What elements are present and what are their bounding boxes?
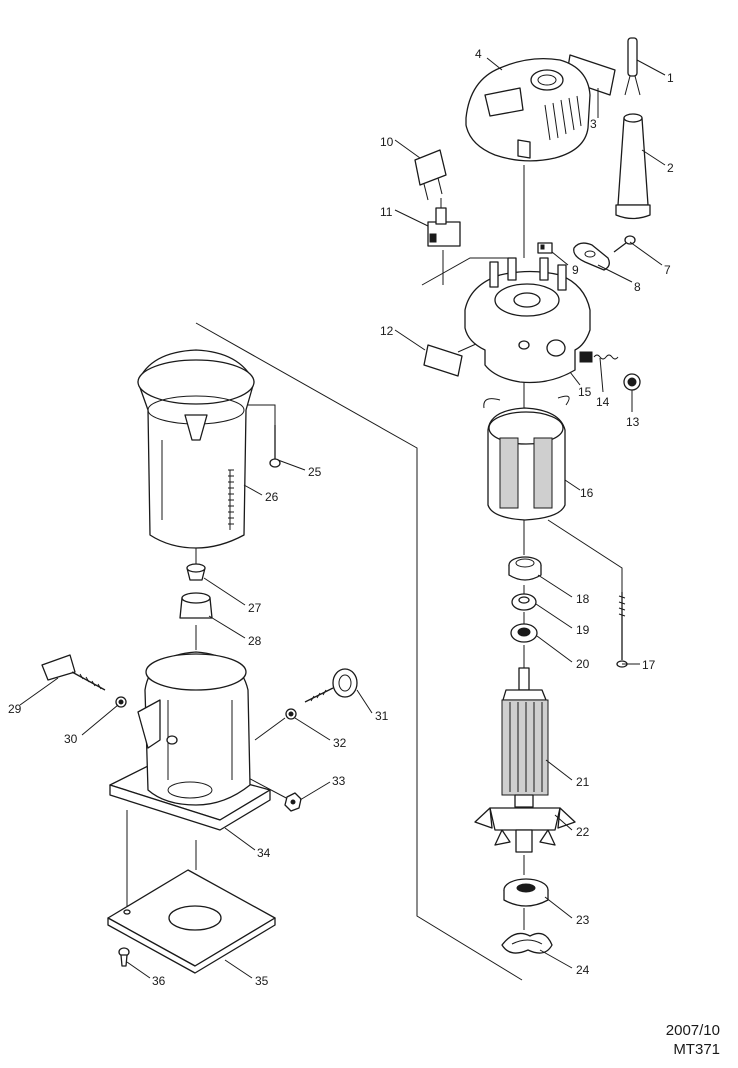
part-8-cord-clamp	[573, 242, 610, 271]
part-27-collet-cone	[186, 563, 206, 581]
part-35-base-plate	[107, 869, 276, 974]
callout-27: 27	[248, 601, 262, 615]
callout-26: 26	[265, 490, 279, 504]
callout-numbers: 1 2 3 4 5 6 7 8 9 10 11 12 13 14 15 16 1…	[8, 47, 674, 988]
part-26-motor-sleeve	[137, 349, 255, 549]
callout-29: 29	[8, 702, 22, 716]
leader-lines	[19, 57, 666, 979]
callout-22: 22	[576, 825, 590, 839]
part-29-clamp-screw	[41, 654, 106, 691]
part-33-hex-nut	[284, 792, 302, 812]
part-22-fan	[474, 807, 576, 853]
callout-8: 8	[634, 280, 641, 294]
part-18-rubber-ring	[508, 556, 542, 581]
callout-3: 3	[590, 117, 597, 131]
part-13-brush-cap	[623, 373, 641, 391]
part-10-noise-suppressor	[414, 149, 447, 201]
callout-16: 16	[580, 486, 594, 500]
model-number: MT371	[673, 1041, 720, 1058]
revision-date: 2007/10	[665, 1022, 720, 1039]
part-1-lead-wire	[624, 37, 641, 96]
part-34-trimmer-base	[109, 651, 271, 831]
callout-25: 25	[308, 465, 322, 479]
part-11-switch	[427, 198, 461, 247]
callout-35: 35	[255, 974, 269, 988]
part-9-terminal	[537, 242, 553, 254]
part-23-ball-bearing	[503, 878, 549, 907]
callout-10: 10	[380, 135, 394, 149]
callout-13: 13	[626, 415, 640, 429]
callout-7: 7	[664, 263, 671, 277]
part-17-long-screw	[616, 592, 628, 668]
part-2-cord-guard	[615, 113, 651, 220]
callout-32: 32	[333, 736, 347, 750]
part-21-armature	[501, 667, 549, 808]
part-16-field	[483, 395, 570, 521]
callout-15: 15	[578, 385, 592, 399]
callout-2: 2	[667, 161, 674, 175]
part-36-screw	[118, 947, 130, 967]
part-24-insulation-washer	[501, 932, 553, 954]
callout-17: 17	[642, 658, 656, 672]
callout-23: 23	[576, 913, 590, 927]
part-28-collet-nut	[179, 592, 213, 619]
callout-4: 4	[475, 47, 482, 61]
callout-28: 28	[248, 634, 262, 648]
callout-30: 30	[64, 732, 78, 746]
part-12-label	[423, 344, 463, 377]
callout-18: 18	[576, 592, 590, 606]
part-30-washer	[115, 696, 127, 708]
part-19-ball-bearing	[511, 593, 537, 611]
callout-19: 19	[576, 623, 590, 637]
callout-24: 24	[576, 963, 590, 977]
part-32-washer	[285, 708, 297, 720]
part-31-knob-screw	[304, 668, 358, 703]
callout-21: 21	[576, 775, 590, 789]
part-4-motor-cover	[465, 57, 591, 162]
callout-12: 12	[380, 324, 394, 338]
part-20-ball-bearing	[510, 623, 538, 643]
callout-1: 1	[667, 71, 674, 85]
callout-33: 33	[332, 774, 346, 788]
callout-36: 36	[152, 974, 166, 988]
callout-9: 9	[572, 263, 579, 277]
part-25-screw	[269, 425, 281, 468]
part-7-screw	[613, 235, 636, 253]
part-15-motor-housing	[464, 257, 591, 384]
callout-11: 11	[380, 205, 393, 219]
part-14-carbon-brush	[579, 351, 619, 363]
callout-20: 20	[576, 657, 590, 671]
callout-34: 34	[257, 846, 271, 860]
callout-31: 31	[375, 709, 389, 723]
callout-14: 14	[596, 395, 610, 409]
